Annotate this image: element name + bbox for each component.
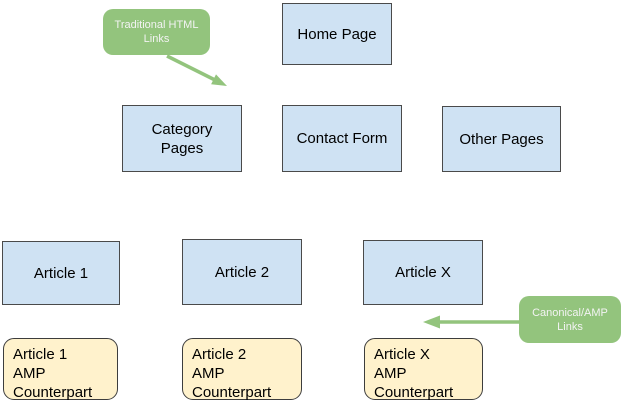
node-category-pages-label: Category Pages: [151, 120, 213, 157]
node-article-2: Article 2: [182, 239, 302, 305]
node-article-1-amp-counterpart-label: Article 1 AMP Counterpart: [13, 346, 93, 401]
node-article-x-label: Article X: [395, 264, 451, 281]
node-contact-form-label: Contact Form: [296, 130, 388, 147]
node-other-pages-label: Other Pages: [459, 130, 544, 148]
canonical-links-arrow: [423, 315, 519, 329]
node-article-2-amp-counterpart-label: Article 2 AMP Counterpart: [192, 346, 272, 401]
callout-traditional-html-links: Traditional HTML Links: [103, 9, 210, 55]
node-article-1-label: Article 1: [33, 264, 89, 282]
callout-canonical-amp-links: Canonical/AMP Links: [519, 296, 621, 343]
callout-traditional-html-links-label: Traditional HTML Links: [114, 19, 199, 45]
node-contact-form: Contact Form: [282, 105, 402, 172]
traditional-links-arrow: [166, 54, 227, 86]
node-other-pages: Other Pages: [442, 106, 561, 172]
node-article-1-amp-counterpart: Article 1 AMP Counterpart: [3, 338, 118, 401]
node-home-page-label: Home Page: [297, 25, 377, 43]
node-article-x-amp-counterpart-label: Article X AMP Counterpart: [374, 346, 454, 401]
node-article-x-amp-counterpart: Article X AMP Counterpart: [364, 338, 483, 401]
node-article-x: Article X: [363, 240, 483, 305]
node-article-2-label: Article 2: [214, 263, 270, 281]
node-article-2-amp-counterpart: Article 2 AMP Counterpart: [182, 338, 302, 401]
node-article-1: Article 1: [2, 241, 120, 305]
callout-canonical-amp-links-label: Canonical/AMP Links: [532, 306, 608, 333]
node-category-pages: Category Pages: [122, 105, 242, 172]
node-home-page: Home Page: [282, 3, 392, 65]
